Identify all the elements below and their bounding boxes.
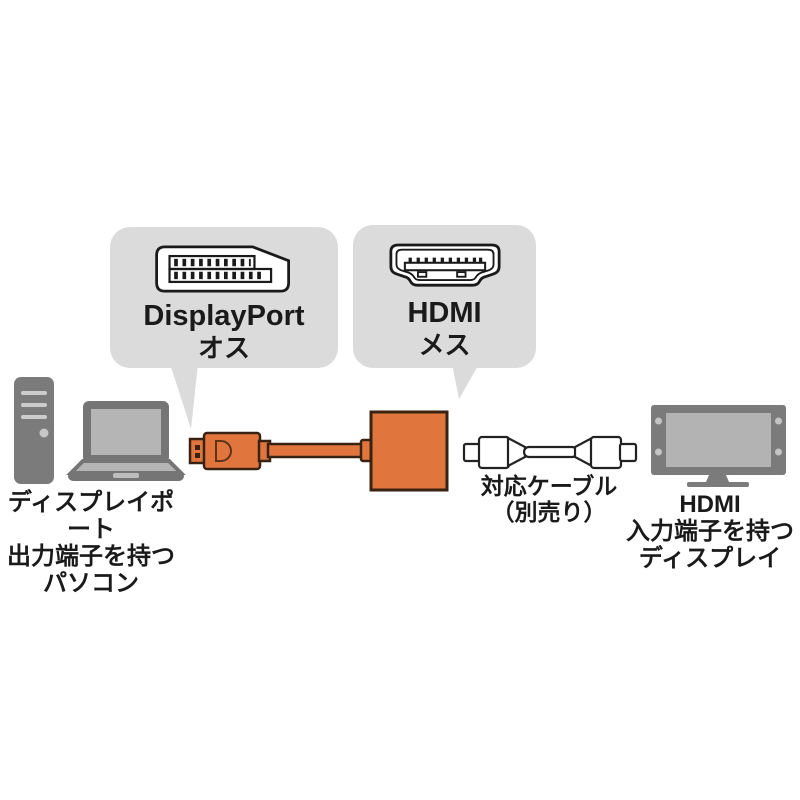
tv-display-icon: [651, 405, 786, 487]
caption-source-pc-line1: ディスプレイポート: [7, 489, 175, 543]
callout-hdmi-subtitle: メス: [418, 330, 471, 360]
callout-displayport-subtitle: オス: [197, 333, 250, 363]
caption-hdmi-display-line1: HDMI: [679, 491, 741, 518]
hdmi-adapter-housing: [369, 410, 449, 492]
displayport-logo: [215, 440, 232, 462]
callout-hdmi-title: HDMI: [407, 297, 482, 329]
caption-source-pc: ディスプレイポート 出力端子を持つ パソコン: [0, 489, 186, 597]
laptop-icon: [66, 401, 186, 481]
caption-source-pc-line2: 出力端子を持つ: [7, 543, 175, 570]
displayport-plug-body: [202, 431, 262, 471]
callout-displayport-title: DisplayPort: [143, 300, 305, 332]
hdmi-pins: [408, 257, 482, 263]
callout-tail-displayport: [170, 364, 198, 429]
displayport-connector-icon: [155, 245, 290, 293]
hdmi-connector-icon: [388, 243, 501, 287]
callout-displayport-male: DisplayPort オス: [110, 227, 338, 368]
callout-tail-hdmi: [452, 364, 479, 399]
caption-hdmi-display-line2: 入力端子を持つ: [626, 518, 794, 545]
caption-optional-cable: 対応ケーブル （別売り）: [458, 473, 640, 525]
adapter-cable: [266, 442, 366, 459]
displayport-pins: [174, 258, 261, 280]
adapter-graphic: [188, 410, 449, 492]
callout-hdmi-female: HDMI メス: [353, 225, 536, 368]
caption-optional-cable-line1: 対応ケーブル: [480, 473, 618, 499]
caption-optional-cable-line2: （別売り）: [491, 499, 607, 525]
hdmi-cable-graphic: [462, 435, 638, 470]
desktop-pc-icon: [14, 377, 54, 484]
caption-hdmi-display: HDMI 入力端子を持つ ディスプレイ: [612, 491, 800, 572]
caption-hdmi-display-line3: ディスプレイ: [638, 545, 782, 572]
caption-source-pc-line3: パソコン: [43, 570, 139, 597]
